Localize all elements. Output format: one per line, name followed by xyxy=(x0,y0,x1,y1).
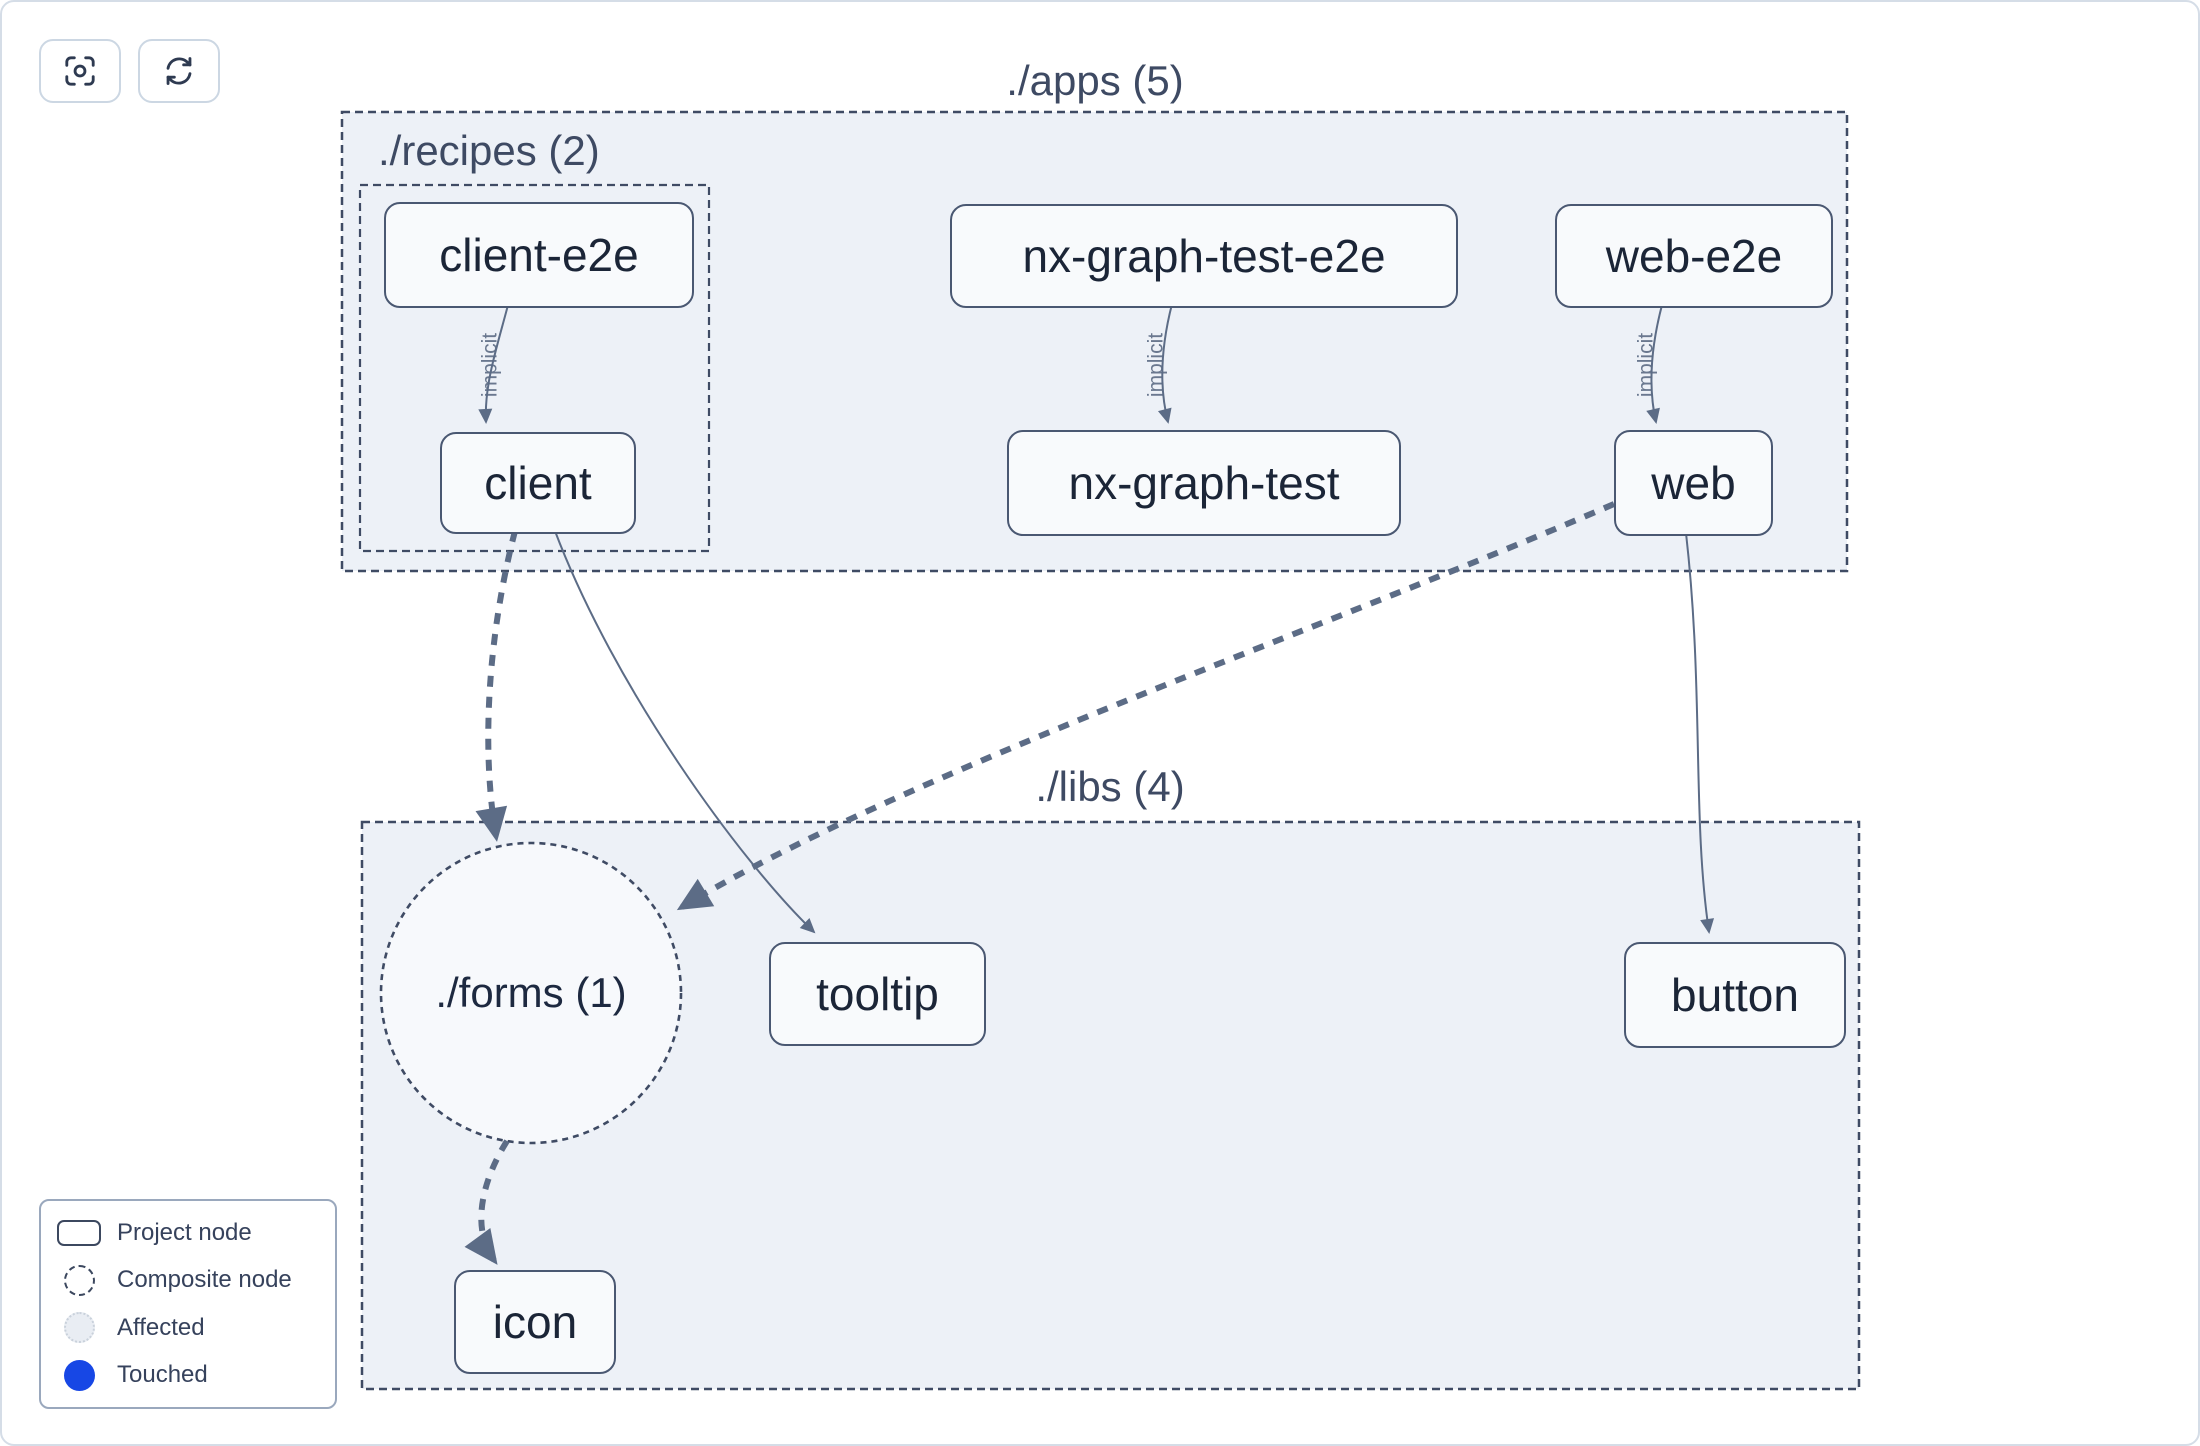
edge-client-tooltip xyxy=(554,530,816,934)
node-web-e2e[interactable]: web-e2e xyxy=(1555,204,1833,308)
legend-row-touched: Touched xyxy=(41,1353,335,1397)
refresh-button[interactable] xyxy=(138,39,220,103)
edge-web-forms xyxy=(676,501,1616,911)
node-icon[interactable]: icon xyxy=(454,1270,616,1374)
edge-web-button xyxy=(1685,532,1715,934)
refresh-icon xyxy=(166,57,192,85)
node-nx-graph-test[interactable]: nx-graph-test xyxy=(1007,430,1401,536)
legend: Project node Composite node Affected Tou… xyxy=(39,1199,337,1409)
recipes-group-title: ./recipes (2) xyxy=(378,127,600,174)
legend-row-composite-node: Composite node xyxy=(41,1258,335,1302)
edge-client-forms xyxy=(475,530,518,842)
node-client-e2e[interactable]: client-e2e xyxy=(384,202,694,308)
legend-row-affected: Affected xyxy=(41,1306,335,1350)
node-web[interactable]: web xyxy=(1614,430,1773,536)
scan-focus-icon xyxy=(65,56,95,86)
legend-label: Touched xyxy=(117,1361,208,1389)
edge-cliente2e-client xyxy=(478,304,509,424)
legend-row-project-node: Project node xyxy=(41,1211,335,1255)
composite-node-forms[interactable] xyxy=(379,841,683,1145)
apps-group-title: ./apps (5) xyxy=(1006,57,1184,104)
edge-nxgraphteste2e-nxgraphtest xyxy=(1157,303,1173,424)
touched-swatch xyxy=(63,1359,95,1391)
libs-group-title: ./libs (4) xyxy=(1035,763,1185,810)
edge-forms-icon xyxy=(464,1139,510,1265)
edge-webe2e-web xyxy=(1646,304,1663,424)
node-client[interactable]: client xyxy=(440,432,636,534)
legend-label: Affected xyxy=(117,1313,205,1341)
recipes-group-container xyxy=(358,183,711,553)
node-nx-graph-test-e2e[interactable]: nx-graph-test-e2e xyxy=(950,204,1458,308)
node-tooltip[interactable]: tooltip xyxy=(769,942,986,1046)
composite-node-swatch xyxy=(63,1264,95,1296)
composite-node-forms-label: ./forms (1) xyxy=(435,969,627,1016)
affected-swatch xyxy=(63,1312,95,1344)
legend-label: Project node xyxy=(117,1218,252,1246)
legend-label: Composite node xyxy=(117,1266,292,1294)
node-button[interactable]: button xyxy=(1624,942,1846,1048)
project-node-swatch xyxy=(57,1219,101,1246)
focus-reset-button[interactable] xyxy=(39,39,121,103)
